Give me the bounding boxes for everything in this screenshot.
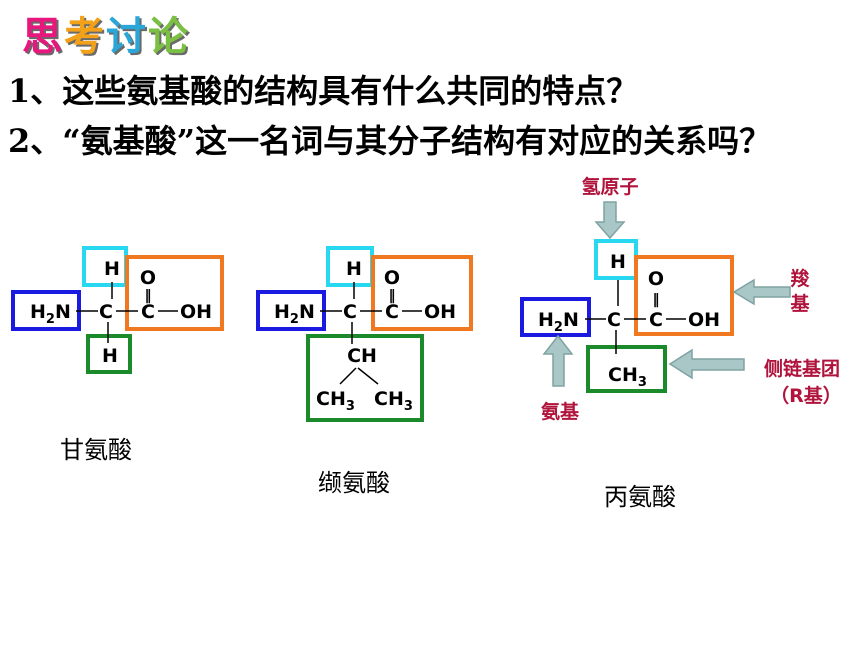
- title-char: 考: [64, 14, 106, 60]
- hydrogen-arrow: [594, 201, 626, 240]
- slide-title: 思考讨论: [22, 4, 190, 62]
- valine-alpha-carbon: C: [343, 301, 357, 323]
- glycine-bottom-h: H: [102, 345, 118, 367]
- annotations: 氢原子 羧 基 侧链基团 （R基） 氨基: [541, 175, 842, 423]
- amino-arrow: [542, 334, 574, 387]
- question-1: 1、这些氨基酸的结构具有什么共同的特点？: [8, 72, 639, 110]
- alanine-oxygen: O: [648, 268, 664, 290]
- title-char: 思: [22, 14, 64, 60]
- carboxyl-label-line2: 基: [789, 292, 810, 315]
- valine-ch: CH: [347, 345, 377, 367]
- side-chain-arrow: [668, 348, 745, 380]
- alanine-ch3: CH3: [608, 364, 647, 390]
- valine-carboxyl-carbon: C: [385, 301, 399, 323]
- title-char: 讨: [106, 14, 148, 60]
- glycine-side-chain-box: [86, 334, 132, 374]
- question-2: 2、“氨基酸”这一名词与其分子结构有对应的关系吗？: [8, 122, 772, 160]
- alanine-amino-box: [520, 297, 591, 337]
- glycine-alpha-carbon: C: [99, 301, 113, 323]
- glycine-oxygen: O: [140, 267, 156, 289]
- alanine-carboxyl-box: [634, 255, 734, 336]
- amino-group-label: 氨基: [541, 400, 580, 423]
- hydrogen-atom-label: 氢原子: [581, 175, 638, 198]
- alanine-hydroxyl: OH: [688, 309, 720, 331]
- alanine-side-chain-box: [586, 345, 667, 393]
- glycine-molecule: H H2N C C O ‖ OH H 甘氨酸: [11, 246, 224, 464]
- valine-oxygen: O: [384, 267, 400, 289]
- title-char: 论: [148, 14, 190, 60]
- valine-ch3-right: CH3: [374, 388, 413, 414]
- valine-ch3-left: CH3: [316, 388, 355, 414]
- valine-hydroxyl: OH: [424, 301, 456, 323]
- carboxyl-arrow: [732, 278, 791, 306]
- alanine-label: 丙氨酸: [604, 483, 676, 511]
- side-chain-label-line2: （R基）: [770, 384, 842, 407]
- valine-molecule: H H2N C C O ‖ OH CH CH3 CH3 缬氨酸: [256, 246, 473, 497]
- glycine-hydroxyl: OH: [180, 301, 212, 323]
- glycine-amino: H2N: [30, 301, 71, 327]
- valine-label: 缬氨酸: [318, 469, 390, 497]
- glycine-carboxyl-box: [125, 255, 224, 331]
- valine-carboxyl-box: [371, 255, 473, 331]
- glycine-carboxyl-carbon: C: [141, 301, 155, 323]
- valine-double-bond: ‖: [389, 288, 396, 304]
- valine-side-chain-box: [306, 334, 424, 422]
- carboxyl-label-line1: 羧: [790, 267, 810, 290]
- side-chain-label-line1: 侧链基团: [764, 357, 840, 380]
- alanine-double-bond: ‖: [653, 292, 660, 308]
- alanine-top-h: H: [610, 251, 626, 273]
- glycine-top-h: H: [104, 258, 120, 280]
- valine-amino: H2N: [274, 301, 315, 327]
- alanine-amino: H2N: [538, 309, 579, 335]
- alanine-molecule: H H2N C C O ‖ OH CH3 丙氨酸: [520, 239, 734, 511]
- glycine-label: 甘氨酸: [60, 436, 132, 464]
- alanine-alpha-carbon: C: [607, 309, 621, 331]
- alanine-carboxyl-carbon: C: [649, 309, 663, 331]
- valine-top-h: H: [346, 258, 362, 280]
- glycine-double-bond: ‖: [145, 288, 152, 304]
